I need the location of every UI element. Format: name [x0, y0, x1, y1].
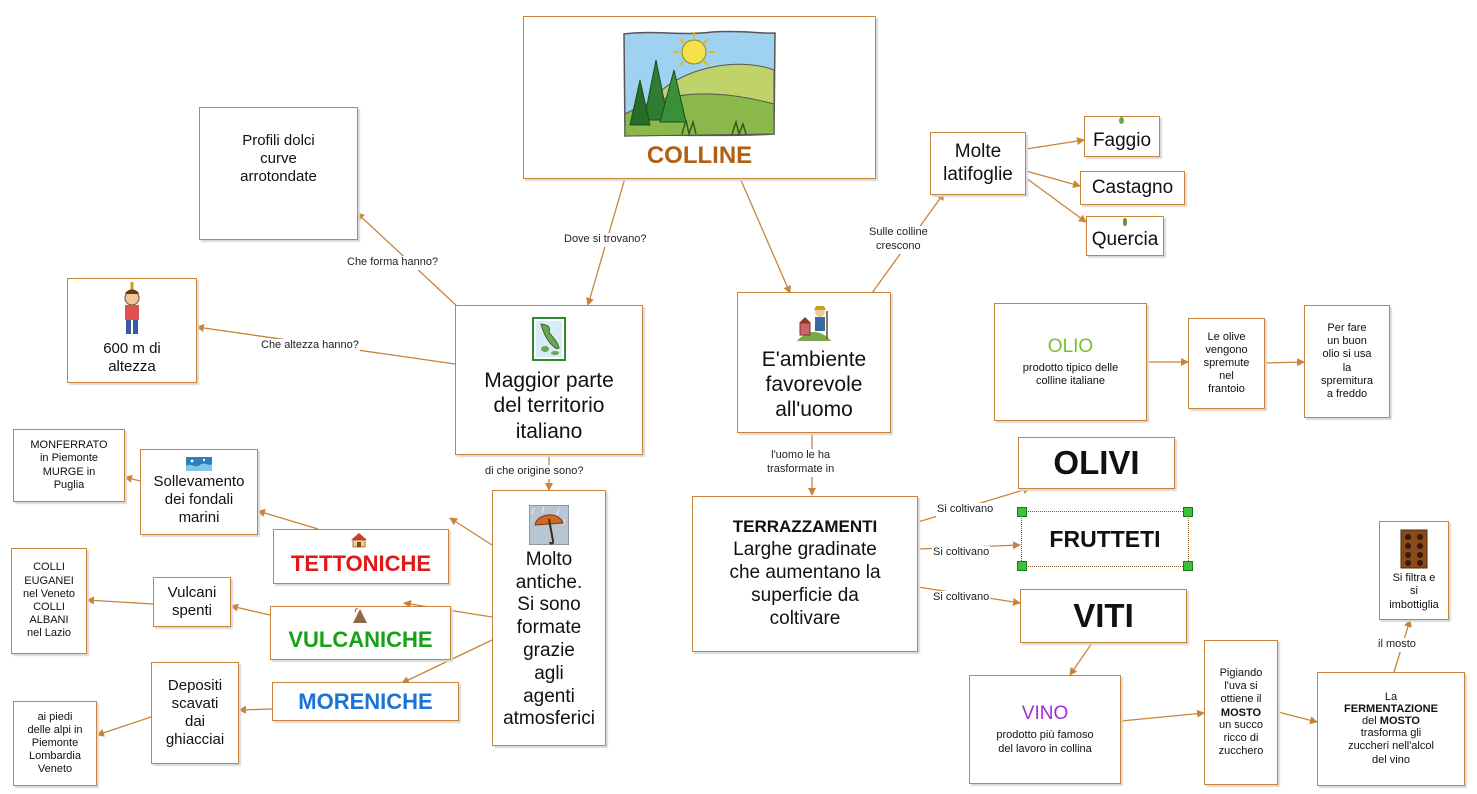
link-label-mosto: il mosto: [1377, 638, 1417, 652]
terrazzamenti-node[interactable]: TERRAZZAMENTI Larghe gradinate che aumen…: [692, 496, 918, 652]
link-label-crescono: Sulle colline crescono: [868, 226, 929, 254]
fermentazione-mosto-line: del MOSTO: [1362, 715, 1420, 727]
vulcani-spenti-node[interactable]: Vulcani spenti: [153, 577, 231, 627]
profili-node[interactable]: Profili dolci curve arrotondate: [199, 107, 358, 240]
link-label-origine: di che origine sono?: [484, 465, 585, 479]
colli-node[interactable]: COLLI EUGANEI nel Veneto COLLI ALBANI ne…: [11, 548, 87, 654]
pigiando-mosto: MOSTO: [1220, 706, 1262, 719]
acorn-icon: [1123, 218, 1127, 226]
antiche-node[interactable]: Molto antiche. Si sono formate grazie ag…: [492, 490, 606, 746]
castagno-text: Castagno: [1091, 177, 1174, 198]
fermentazione-la: La: [1384, 691, 1398, 704]
olivi-node[interactable]: OLIVI: [1018, 437, 1175, 489]
vulcaniche-text: VULCANICHE: [288, 627, 433, 652]
profili-text: Profili dolci curve arrotondate: [240, 131, 317, 185]
antiche-text: Molto antiche. Si sono formate grazie ag…: [503, 548, 595, 730]
maggior-node[interactable]: Maggior parte del territorio italiano: [455, 305, 643, 455]
fermentazione-text: trasforma gli zuccheri nell'alcol del vi…: [1348, 727, 1434, 766]
terrazzamenti-text: Larghe gradinate che aumentano la superf…: [729, 539, 881, 629]
vulcaniche-node[interactable]: VULCANICHE: [270, 606, 451, 660]
viti-node[interactable]: VITI: [1020, 589, 1187, 643]
filtra-text: Si filtra e si imbottiglia: [1389, 572, 1439, 611]
volcano-icon: [353, 608, 367, 623]
depositi-node[interactable]: Depositi scavati dai ghiacciai: [151, 662, 239, 764]
viti-text: VITI: [1073, 597, 1134, 634]
monferrato-node[interactable]: MONFERRATO in Piemonte MURGE in Puglia: [13, 429, 125, 502]
sollevamento-node[interactable]: Sollevamento dei fondali marini: [140, 449, 258, 535]
vino-text: prodotto più famoso del lavoro in collin…: [996, 729, 1094, 755]
faggio-text: Faggio: [1092, 129, 1152, 151]
monferrato-text: MONFERRATO in Piemonte MURGE in Puglia: [30, 439, 108, 491]
link-label-dove: Dove si trovano?: [563, 233, 648, 247]
leaf-icon: [1119, 117, 1124, 124]
vulcani-spenti-text: Vulcani spenti: [167, 584, 217, 619]
per-fare-node[interactable]: Per fare un buon olio si usa la spremitu…: [1304, 305, 1390, 418]
selection-handle-bl[interactable]: [1017, 561, 1027, 571]
fermentazione-mosto: MOSTO: [1379, 715, 1420, 728]
quercia-text: Quercia: [1091, 229, 1159, 250]
terrazzamenti-title: TERRAZZAMENTI: [732, 517, 878, 537]
colline-node[interactable]: COLLINE: [523, 16, 876, 179]
selection-handle-tl[interactable]: [1017, 507, 1027, 517]
vino-title: VINO: [1021, 703, 1069, 725]
olio-title: OLIO: [1047, 335, 1094, 357]
link-label-coltivano-olivi: Si coltivano: [936, 503, 995, 517]
latifoglie-text: Molte latifoglie: [943, 140, 1013, 185]
wine-rack-icon: [1400, 529, 1428, 569]
link-label-coltivano-frutteti: Si coltivano: [932, 546, 991, 560]
fermentazione-title: FERMENTAZIONE: [1344, 703, 1438, 716]
olive-text: Le olive vengono spremute nel frantoio: [1203, 330, 1250, 396]
moreniche-node[interactable]: MORENICHE: [272, 682, 459, 721]
depositi-text: Depositi scavati dai ghiacciai: [165, 677, 225, 748]
tettoniche-text: TETTONICHE: [290, 550, 432, 576]
selection-handle-tr[interactable]: [1183, 507, 1193, 517]
vino-node[interactable]: VINO prodotto più famoso del lavoro in c…: [969, 675, 1121, 784]
link-label-uomo: l'uomo le ha trasformate in: [766, 449, 836, 477]
castagno-node[interactable]: Castagno: [1080, 171, 1185, 205]
pigiando-text: Pigiando l'uva si ottiene il: [1219, 666, 1263, 706]
per-fare-text: Per fare un buon olio si usa la spremitu…: [1321, 321, 1373, 400]
colline-title: COLLINE: [646, 141, 753, 169]
fermentazione-del: del: [1362, 715, 1377, 728]
italy-map-icon: [532, 317, 566, 362]
latifoglie-node[interactable]: Molte latifoglie: [930, 132, 1026, 195]
child-height-icon: [124, 281, 140, 334]
colli-text: COLLI EUGANEI nel Veneto COLLI ALBANI ne…: [23, 561, 75, 640]
altezza-text: 600 m di altezza: [103, 339, 161, 375]
link-label-forma: Che forma hanno?: [346, 256, 440, 270]
olio-node[interactable]: OLIO prodotto tipico delle colline itali…: [994, 303, 1147, 421]
hills-landscape-icon: [623, 30, 776, 137]
moreniche-text: MORENICHE: [298, 688, 433, 714]
selection-handle-br[interactable]: [1183, 561, 1193, 571]
farmer-icon: [797, 305, 831, 341]
olio-text: prodotto tipico delle colline italiane: [1022, 361, 1119, 387]
pigiando-text-end: un succo ricco di zucchero: [1218, 718, 1264, 757]
sollevamento-text: Sollevamento dei fondali marini: [153, 473, 245, 526]
link-label-altezza: Che altezza hanno?: [260, 339, 360, 353]
olive-node[interactable]: Le olive vengono spremute nel frantoio: [1188, 318, 1265, 409]
fermentazione-node[interactable]: La FERMENTAZIONE del MOSTO trasforma gli…: [1317, 672, 1465, 786]
frutteti-node[interactable]: FRUTTETI: [1017, 507, 1193, 571]
faggio-node[interactable]: Faggio: [1084, 116, 1160, 157]
tettoniche-node[interactable]: TETTONICHE: [273, 529, 449, 584]
filtra-node[interactable]: Si filtra e si imbottiglia: [1379, 521, 1449, 620]
maggior-text: Maggior parte del territorio italiano: [484, 369, 614, 443]
ambiente-text: E'ambiente favorevole all'uomo: [761, 347, 867, 422]
olivi-text: OLIVI: [1053, 444, 1140, 481]
pigiando-node[interactable]: Pigiando l'uva si ottiene il MOSTO un su…: [1204, 640, 1278, 785]
ambiente-node[interactable]: E'ambiente favorevole all'uomo: [737, 292, 891, 433]
piedi-text: ai piedi delle alpi in Piemonte Lombardi…: [27, 710, 83, 776]
house-icon: [351, 533, 367, 548]
quercia-node[interactable]: Quercia: [1086, 216, 1164, 256]
altezza-node[interactable]: 600 m di altezza: [67, 278, 197, 383]
link-label-coltivano-viti: Si coltivano: [932, 591, 991, 605]
frutteti-text: FRUTTETI: [1049, 525, 1161, 552]
sea-floor-icon: [186, 457, 212, 471]
piedi-node[interactable]: ai piedi delle alpi in Piemonte Lombardi…: [13, 701, 97, 786]
umbrella-rain-icon: [529, 504, 569, 545]
